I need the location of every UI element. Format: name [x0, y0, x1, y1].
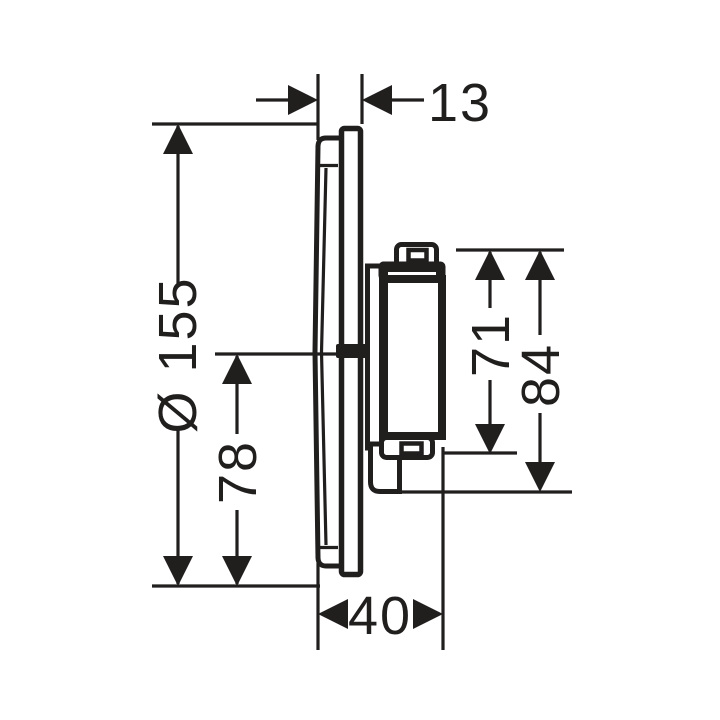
- valve-sleeve: [365, 263, 384, 451]
- dim-40-arrow-left: [318, 599, 348, 629]
- extension-lines: [152, 74, 572, 650]
- dimension-13: 13: [256, 73, 492, 133]
- escutcheon-cone-inner-edge: [319, 167, 328, 546]
- handle-collar: [378, 261, 446, 281]
- dimension-78: 78: [208, 354, 268, 586]
- dim-71-arrow-up: [475, 250, 505, 280]
- dim-label-40: 40: [348, 586, 412, 646]
- dim-label-84: 84: [511, 343, 571, 407]
- dimension-71: 71: [461, 250, 521, 454]
- dimension-diameter-155: Ø 155: [148, 124, 208, 586]
- plate-center-bridge: [336, 344, 367, 358]
- dim-84-arrow-up: [525, 250, 555, 280]
- valve-profile: [312, 125, 446, 578]
- handle-top-button-window: [406, 247, 429, 263]
- dim-84-arrow-down: [525, 462, 555, 492]
- dim-40-arrow-right: [413, 599, 443, 629]
- dim-155-arrow-down: [163, 556, 193, 586]
- dim-label-13: 13: [428, 73, 492, 133]
- handle-body: [380, 275, 446, 440]
- dimension-84: 84: [511, 250, 571, 492]
- dim-155-arrow-up: [163, 124, 193, 154]
- dim-71-arrow-down: [475, 424, 505, 454]
- dim-13-arrow-right: [288, 85, 318, 115]
- dim-label-78: 78: [208, 440, 268, 504]
- dimension-40: 40: [318, 586, 443, 646]
- handle-bottom-button-window: [399, 441, 424, 456]
- dim-label-71: 71: [461, 313, 521, 377]
- dim-13-arrow-left: [362, 85, 392, 115]
- escutcheon-back-cone: [312, 135, 339, 569]
- dim-78-arrow-up: [222, 354, 252, 384]
- dim-label-diameter: Ø 155: [148, 276, 208, 433]
- dim-78-arrow-down: [222, 556, 252, 586]
